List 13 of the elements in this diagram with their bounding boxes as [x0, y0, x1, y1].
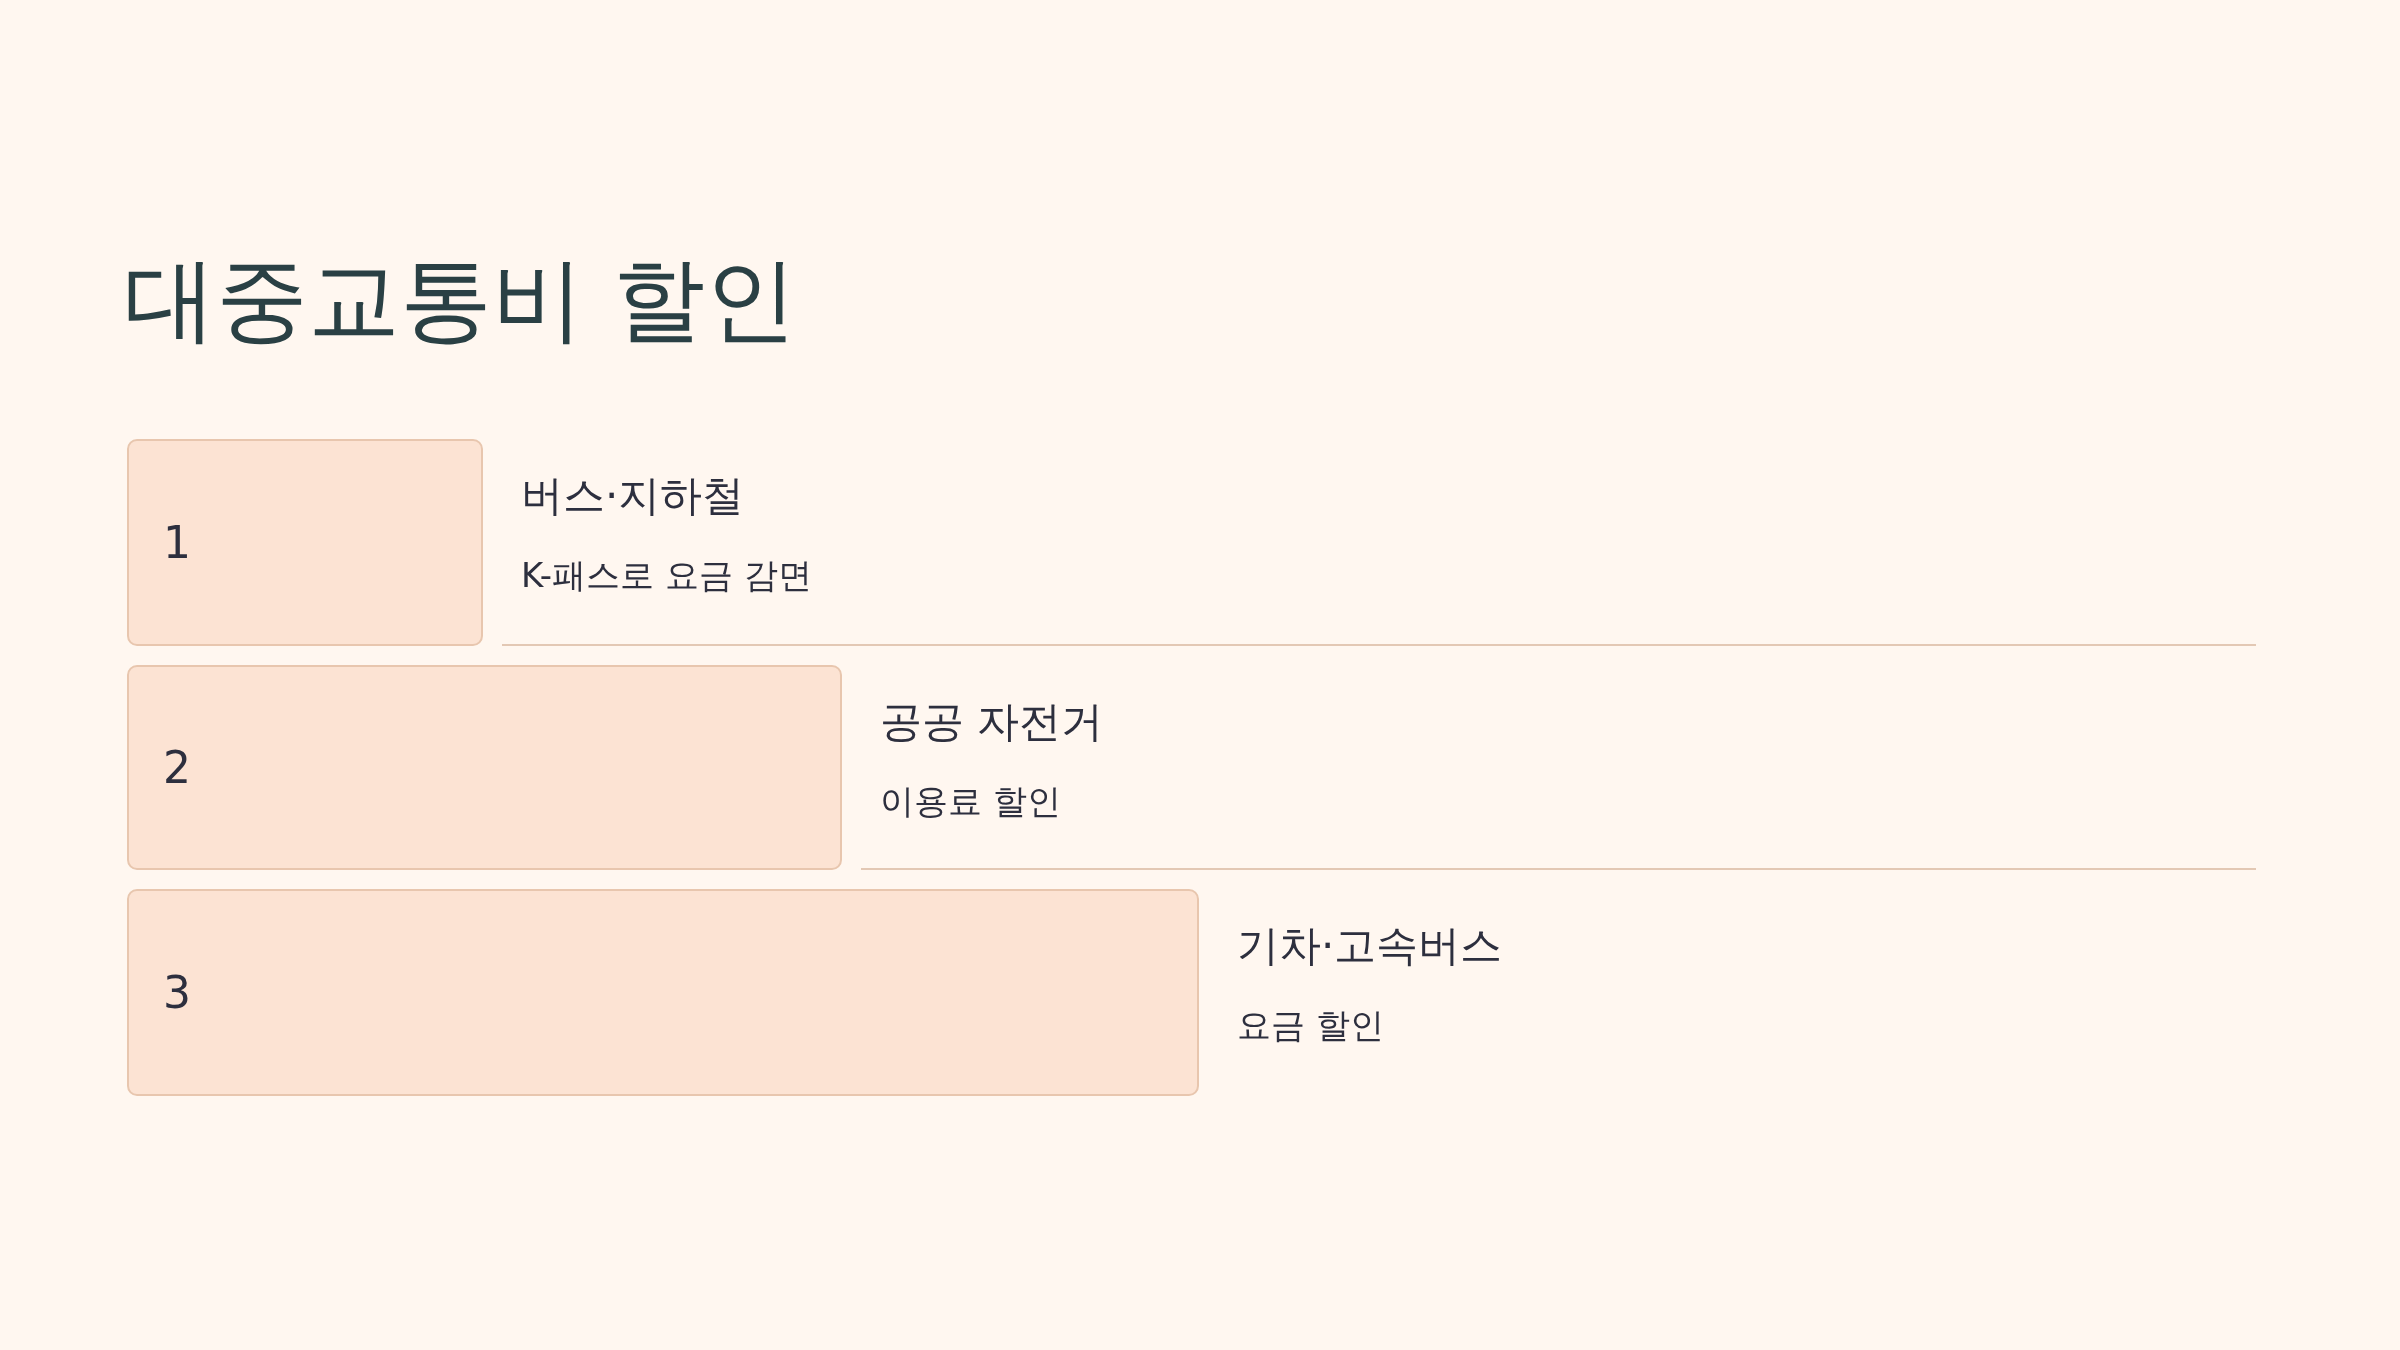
step-description: 요금 할인 — [1237, 1004, 1384, 1047]
step-box — [127, 665, 842, 870]
step-heading: 버스·지하철 — [521, 470, 745, 522]
step-box — [127, 439, 483, 646]
slide-title: 대중교통비 할인 — [124, 245, 798, 355]
step-description: 이용료 할인 — [880, 780, 1061, 823]
step-heading: 공공 자전거 — [880, 696, 1104, 748]
step-box — [127, 889, 1199, 1096]
step-number: 2 — [163, 740, 191, 795]
step-heading: 기차·고속버스 — [1237, 920, 1503, 972]
step-number: 1 — [163, 515, 191, 570]
step-number: 3 — [163, 965, 191, 1020]
step-description: K-패스로 요금 감면 — [521, 554, 812, 597]
